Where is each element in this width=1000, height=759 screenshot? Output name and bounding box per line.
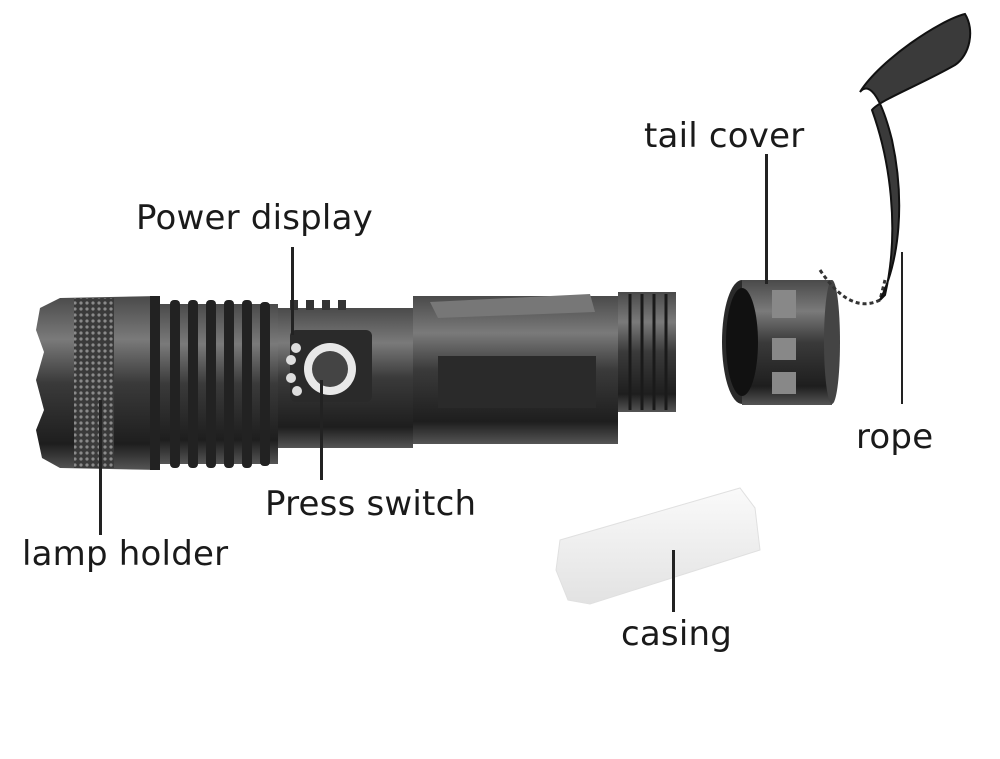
casing-part xyxy=(555,487,761,605)
switch-section xyxy=(278,300,413,448)
press-switch-label: Press switch xyxy=(265,484,477,524)
lamp-head xyxy=(36,296,160,470)
tail-cover-label: tail cover xyxy=(644,116,805,156)
rope-label: rope xyxy=(856,417,934,457)
zoom-body xyxy=(160,300,278,468)
casing-leader xyxy=(672,550,675,612)
press-switch-leader xyxy=(320,380,323,480)
rope-lanyard xyxy=(818,12,972,306)
battery-tube xyxy=(413,292,676,444)
power-display-leader xyxy=(291,247,294,335)
lamp-holder-leader xyxy=(99,400,102,535)
tail-cover-leader xyxy=(765,154,768,284)
rope-leader xyxy=(901,252,903,404)
lamp-holder-label: lamp holder xyxy=(22,534,229,574)
casing-label: casing xyxy=(621,614,733,654)
power-display-label: Power display xyxy=(136,198,373,238)
tail-cover xyxy=(722,280,840,405)
